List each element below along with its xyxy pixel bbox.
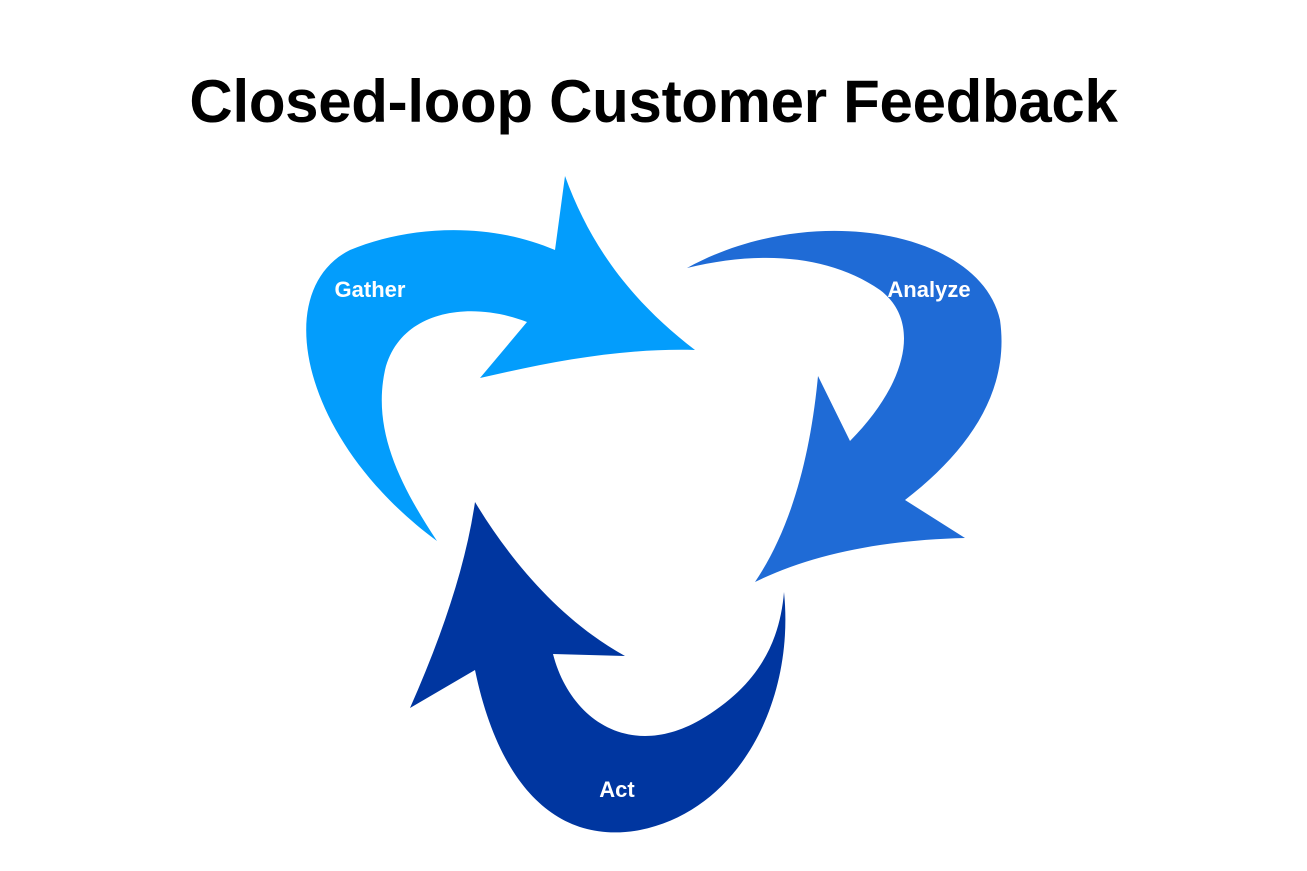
gather-label: Gather: [335, 277, 406, 302]
analyze-arrow: Analyze: [687, 230, 1002, 582]
act-arrow-shape: [410, 502, 786, 833]
act-label: Act: [599, 777, 635, 802]
analyze-label: Analyze: [887, 277, 970, 302]
page-title: Closed-loop Customer Feedback: [189, 68, 1118, 135]
analyze-arrow-shape: [687, 230, 1002, 582]
act-arrow: Act: [410, 502, 786, 833]
gather-arrow: Gather: [306, 176, 695, 541]
gather-arrow-shape: [306, 176, 695, 541]
